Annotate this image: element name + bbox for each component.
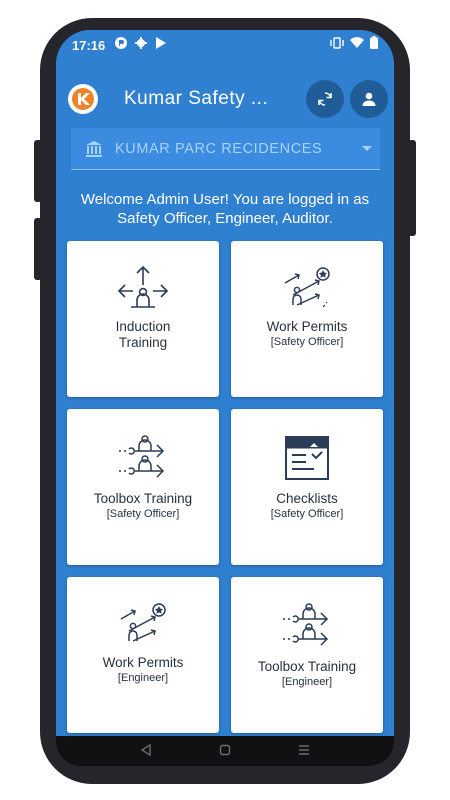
status-time: 17:16 (72, 37, 106, 53)
toolbox-training-icon (283, 603, 329, 646)
checklists-icon (285, 436, 329, 480)
work-permits-icon (120, 603, 166, 642)
card-subtitle: [Safety Officer] (270, 336, 344, 348)
bank-icon (86, 140, 102, 157)
card-title: Toolbox Training (257, 659, 357, 674)
power-button (408, 140, 416, 236)
nav-recents-button[interactable] (298, 744, 310, 759)
battery-icon (370, 36, 378, 54)
card-subtitle: [Safety Officer] (106, 508, 180, 520)
card-title: Induction Training (115, 319, 171, 350)
work-permits-icon (284, 267, 330, 308)
card-work-permits-safety-officer[interactable]: Work Permits [Safety Officer] (231, 241, 383, 397)
play-store-icon (155, 36, 167, 54)
vibrate-icon (330, 36, 344, 54)
sync-button[interactable] (306, 80, 344, 118)
screen: 17:16 (56, 30, 394, 766)
card-subtitle: [Safety Officer] (270, 508, 344, 520)
card-checklists-safety-officer[interactable]: Checklists [Safety Officer] (231, 409, 383, 565)
home-square-icon (219, 744, 231, 755)
account-icon (362, 92, 376, 106)
kumar-logo-icon (72, 88, 94, 110)
app-bar: Kumar Safety ... (56, 60, 394, 138)
card-title: Checklists (276, 491, 338, 506)
recents-menu-icon (299, 744, 310, 755)
app-logo (68, 84, 98, 114)
card-work-permits-engineer[interactable]: Work Permits [Engineer] (67, 577, 219, 733)
card-subtitle: [Engineer] (117, 672, 169, 684)
card-toolbox-training-safety-officer[interactable]: Toolbox Training [Safety Officer] (67, 409, 219, 565)
account-button[interactable] (350, 80, 388, 118)
project-name: KUMAR PARC RECIDENCES (115, 140, 323, 157)
nav-back-button[interactable] (140, 743, 152, 759)
volume-up-button (34, 140, 42, 202)
p-icon (115, 36, 128, 54)
induction-training-icon (117, 265, 169, 308)
wifi-icon (350, 36, 364, 54)
dropdown-caret-icon (362, 146, 372, 151)
sync-icon (318, 92, 332, 106)
card-title: Work Permits (266, 319, 348, 334)
toolbox-training-icon (119, 435, 165, 478)
project-select[interactable]: KUMAR PARC RECIDENCES (71, 128, 380, 170)
app-title: Kumar Safety ... (124, 88, 269, 109)
card-induction-training[interactable]: Induction Training (67, 241, 219, 397)
welcome-message: Welcome Admin User! You are logged in as… (80, 191, 370, 227)
card-subtitle: [Engineer] (281, 676, 333, 688)
system-nav-bar (56, 736, 394, 766)
card-title: Work Permits (102, 655, 184, 670)
back-triangle-icon (140, 743, 151, 756)
card-title: Toolbox Training (93, 491, 193, 506)
nav-home-button[interactable] (219, 744, 231, 759)
card-toolbox-training-engineer[interactable]: Toolbox Training [Engineer] (231, 577, 383, 733)
status-bar: 17:16 (56, 30, 394, 60)
volume-down-button (34, 218, 42, 280)
gear-icon (135, 36, 148, 54)
